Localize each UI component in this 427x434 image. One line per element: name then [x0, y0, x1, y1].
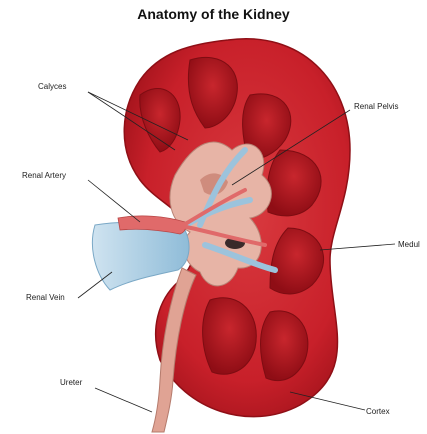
- label-renal-artery: Renal Artery: [22, 171, 66, 180]
- label-medulla: Medul: [398, 240, 420, 249]
- label-calyces: Calyces: [38, 82, 66, 91]
- label-ureter: Ureter: [60, 378, 83, 387]
- label-renal-pelvis: Renal Pelvis: [354, 102, 398, 111]
- label-cortex: Cortex: [366, 407, 390, 416]
- label-renal-vein: Renal Vein: [26, 293, 65, 302]
